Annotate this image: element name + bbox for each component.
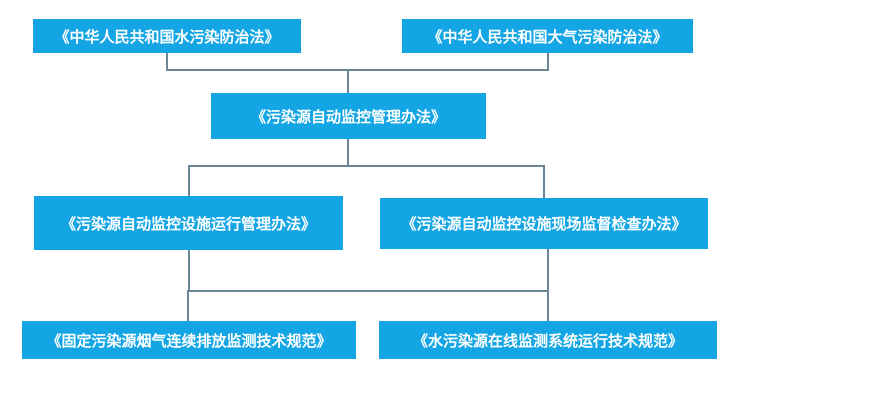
node-facility-operation-management: 《污染源自动监控设施运行管理办法》 [34, 196, 343, 250]
node-onsite-supervision-inspection: 《污染源自动监控设施现场监督检查办法》 [380, 198, 708, 249]
node-auto-monitoring-management: 《污染源自动监控管理办法》 [211, 93, 486, 139]
node-label: 《固定污染源烟气连续排放监测技术规范》 [46, 331, 332, 350]
node-water-online-monitoring-spec: 《水污染源在线监测系统运行技术规范》 [379, 321, 717, 359]
connector-top-merge [166, 53, 549, 71]
node-label: 《中华人民共和国大气污染防治法》 [427, 27, 668, 46]
node-label: 《水污染源在线监测系统运行技术规范》 [412, 331, 683, 350]
node-flue-gas-monitoring-spec: 《固定污染源烟气连续排放监测技术规范》 [22, 321, 356, 359]
node-label: 《污染源自动监控管理办法》 [250, 107, 446, 126]
connector-mid-split [188, 165, 545, 198]
node-label: 《中华人民共和国水污染防治法》 [54, 27, 280, 46]
connector-bottom-left [187, 250, 190, 321]
node-water-pollution-law: 《中华人民共和国水污染防治法》 [33, 19, 301, 53]
node-label: 《污染源自动监控设施运行管理办法》 [60, 214, 316, 233]
node-label: 《污染源自动监控设施现场监督检查办法》 [401, 215, 687, 233]
node-air-pollution-law: 《中华人民共和国大气污染防治法》 [402, 19, 693, 53]
